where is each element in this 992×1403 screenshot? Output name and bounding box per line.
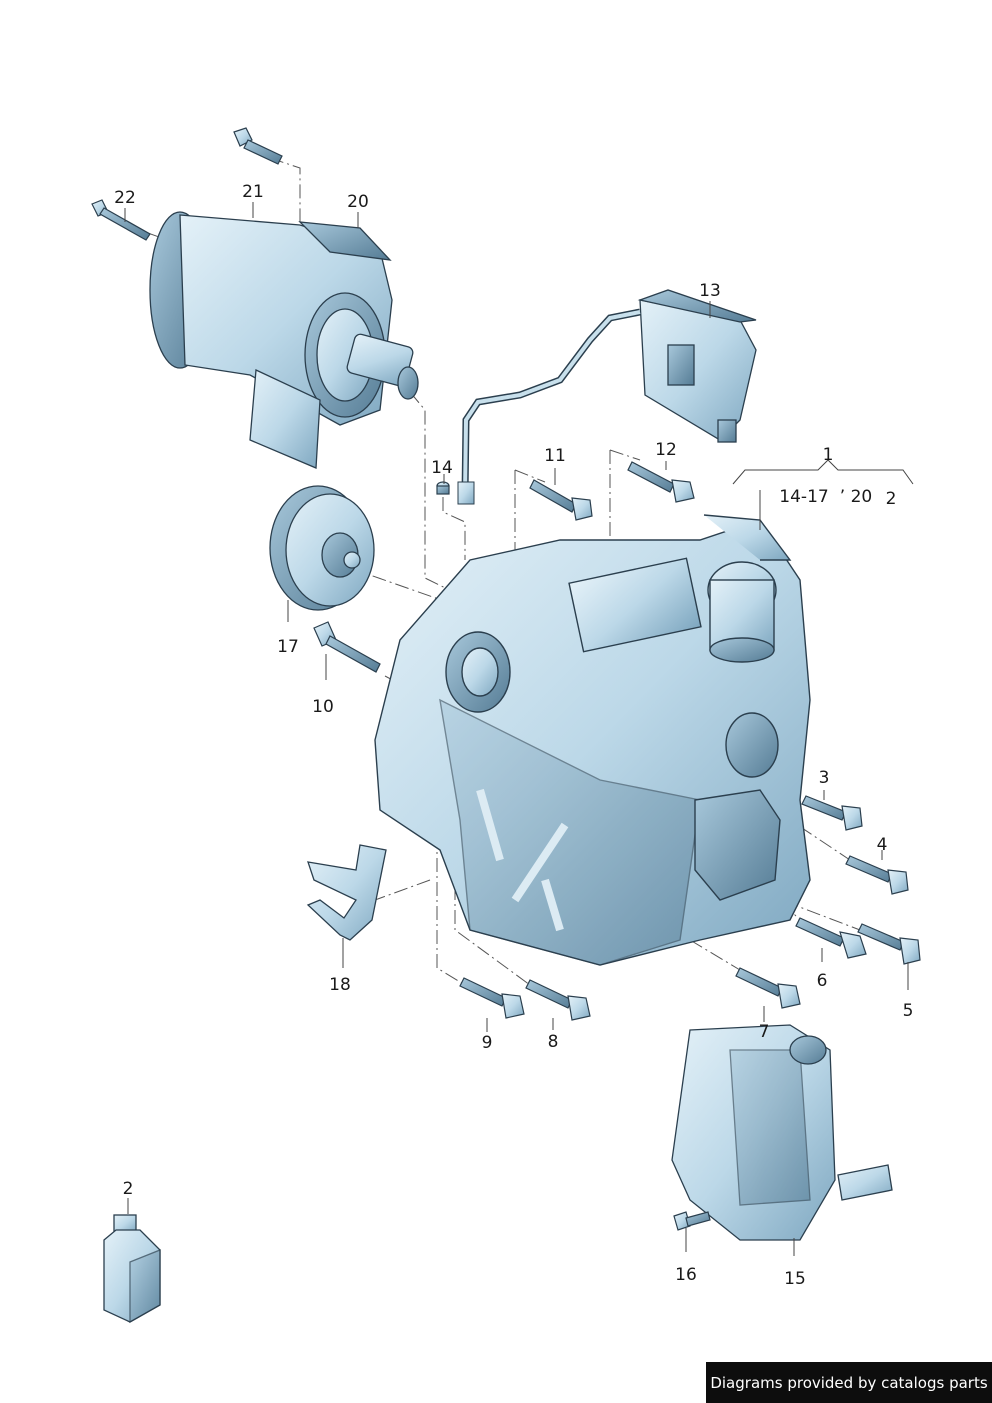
callout-1-note-c: 2 [885, 489, 897, 509]
callout-4: 4 [876, 835, 888, 855]
bolt-21 [233, 127, 283, 165]
oil-bottle-2 [103, 1214, 161, 1324]
callout-1: 1 [822, 445, 834, 465]
bolt-11 [529, 479, 593, 521]
bolt-9 [459, 977, 525, 1019]
callout-7: 7 [758, 1022, 770, 1042]
bolt-12 [627, 461, 695, 503]
gear-17 [269, 485, 375, 611]
bolt-16 [673, 1211, 711, 1231]
control-unit-13 [637, 289, 757, 443]
callout-13: 13 [699, 281, 721, 301]
cable [461, 308, 641, 496]
callout-21: 21 [242, 182, 264, 202]
mechatronic-15 [671, 1024, 893, 1241]
bolt-6 [795, 917, 867, 959]
bolt-22 [91, 199, 151, 241]
plug-14 [436, 481, 450, 495]
callout-2: 2 [122, 1179, 134, 1199]
bracket-18 [306, 844, 387, 941]
callout-10: 10 [312, 697, 334, 717]
callout-11: 11 [544, 446, 566, 466]
callout-3: 3 [818, 768, 830, 788]
callout-22: 22 [114, 188, 136, 208]
callout-20: 20 [347, 192, 369, 212]
callout-16: 16 [675, 1265, 697, 1285]
bolt-10 [313, 621, 381, 673]
footer-credit: Diagrams provided by catalogs parts [706, 1362, 992, 1403]
bolt-4 [845, 855, 909, 895]
callout-17: 17 [277, 637, 299, 657]
transmission-1 [374, 514, 811, 966]
callout-1-note-b: ’ 20 [839, 487, 873, 507]
callout-5: 5 [902, 1001, 914, 1021]
leader-lines [124, 202, 914, 1256]
bolt-7 [735, 967, 801, 1009]
bolt-8 [525, 979, 591, 1021]
callout-15: 15 [784, 1269, 806, 1289]
callout-9: 9 [481, 1033, 493, 1053]
callout-1-note-a: 14-17 [779, 487, 829, 507]
bolt-5 [857, 923, 921, 965]
callout-6: 6 [816, 971, 828, 991]
callout-18: 18 [329, 975, 351, 995]
callout-8: 8 [547, 1032, 559, 1052]
callout-12: 12 [655, 440, 677, 460]
actuator-20 [149, 211, 419, 469]
callout-14: 14 [431, 458, 453, 478]
bolt-3 [801, 795, 863, 831]
